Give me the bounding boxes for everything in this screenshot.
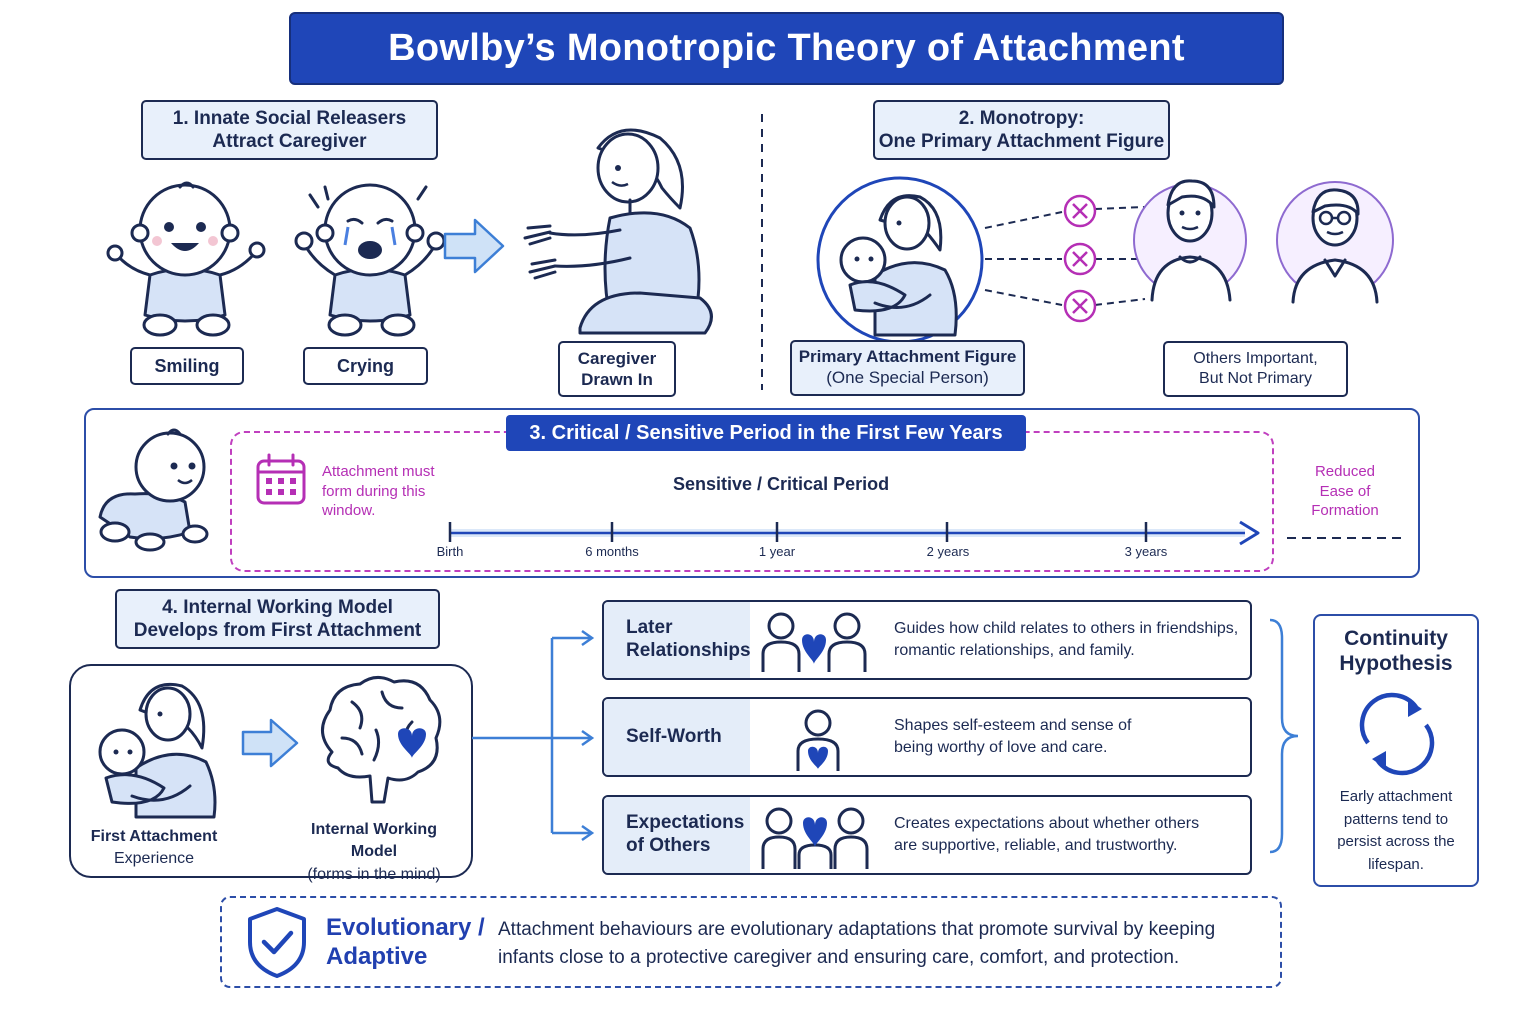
smiling-label: Smiling bbox=[130, 347, 244, 385]
cross-icon bbox=[1063, 289, 1097, 323]
section3-panel bbox=[84, 408, 1420, 578]
cycle-icon bbox=[1359, 692, 1435, 776]
smiling-baby-icon bbox=[106, 181, 266, 337]
cross-icon bbox=[1063, 194, 1097, 228]
evolutionary-panel bbox=[220, 896, 1282, 988]
arrow-right-icon bbox=[241, 718, 299, 768]
people-heart-icon bbox=[761, 612, 867, 672]
page-title: Bowlby’s Monotropic Theory of Attachment bbox=[289, 12, 1284, 85]
tick-3-years: 3 years bbox=[1124, 544, 1168, 559]
tick-birth: Birth bbox=[436, 544, 464, 559]
self-worth-row: Self-Worth Shapes self-esteem and sense … bbox=[602, 697, 1252, 777]
shield-check-icon bbox=[248, 907, 306, 978]
tick-6-months: 6 months bbox=[585, 544, 639, 559]
brain-heart-icon bbox=[321, 676, 442, 804]
reduced-dashes bbox=[1287, 537, 1402, 539]
iwm-label: Internal Working Model (forms in the min… bbox=[307, 821, 441, 883]
monotropy-links bbox=[984, 206, 1146, 306]
primary-figure-label: Primary Attachment Figure (One Special P… bbox=[790, 340, 1025, 396]
first-attachment-label: First Attachment Experience bbox=[90, 828, 218, 868]
person-heart-icon bbox=[796, 709, 840, 771]
arrow-right-icon bbox=[443, 218, 505, 274]
cross-icon bbox=[1063, 242, 1097, 276]
section1-heading: 1. Innate Social Releasers Attract Careg… bbox=[141, 100, 438, 160]
evolutionary-title: Evolutionary / Adaptive bbox=[326, 914, 485, 970]
section4-heading: 4. Internal Working Model Develops from … bbox=[115, 589, 440, 649]
section2-heading: 2. Monotropy: One Primary Attachment Fig… bbox=[873, 100, 1170, 160]
mother-baby-icon bbox=[816, 176, 984, 344]
mother-baby-icon bbox=[98, 683, 217, 819]
crawling-baby-icon bbox=[98, 428, 209, 552]
tick-1-year: 1 year bbox=[758, 544, 796, 559]
reduced-ease-note: Reduced Ease of Formation bbox=[1311, 463, 1379, 519]
later-relationships-row: Later Relationships Guides how child rel… bbox=[602, 600, 1252, 680]
window-note: Attachment must form during this window. bbox=[322, 463, 435, 519]
caregiver-icon bbox=[523, 128, 713, 335]
expectations-row: Expectations of Others Creates expectati… bbox=[602, 795, 1252, 875]
others-label: Others Important, But Not Primary bbox=[1163, 341, 1348, 397]
continuity-title: Continuity Hypothesis bbox=[1339, 627, 1453, 676]
period-label: Sensitive / Critical Period bbox=[673, 474, 890, 494]
people-heart-icon bbox=[761, 807, 869, 869]
section-divider bbox=[761, 114, 763, 390]
tick-2-years: 2 years bbox=[926, 544, 970, 559]
crying-baby-icon bbox=[294, 183, 446, 337]
calendar-icon bbox=[256, 453, 306, 505]
older-man-icon bbox=[1276, 181, 1394, 304]
iwm-connectors bbox=[472, 629, 595, 842]
caregiver-label: Caregiver Drawn In bbox=[558, 341, 676, 397]
brace-icon bbox=[1269, 618, 1299, 854]
crying-label: Crying bbox=[303, 347, 428, 385]
section3-heading: 3. Critical / Sensitive Period in the Fi… bbox=[506, 415, 1026, 451]
man-icon bbox=[1133, 179, 1247, 302]
iwm-panel bbox=[69, 664, 473, 878]
timeline bbox=[448, 520, 1260, 546]
continuity-panel bbox=[1313, 614, 1479, 887]
continuity-text: Early attachment patterns tend to persis… bbox=[1337, 788, 1455, 873]
evolutionary-text: Attachment behaviours are evolutionary a… bbox=[498, 919, 1216, 968]
